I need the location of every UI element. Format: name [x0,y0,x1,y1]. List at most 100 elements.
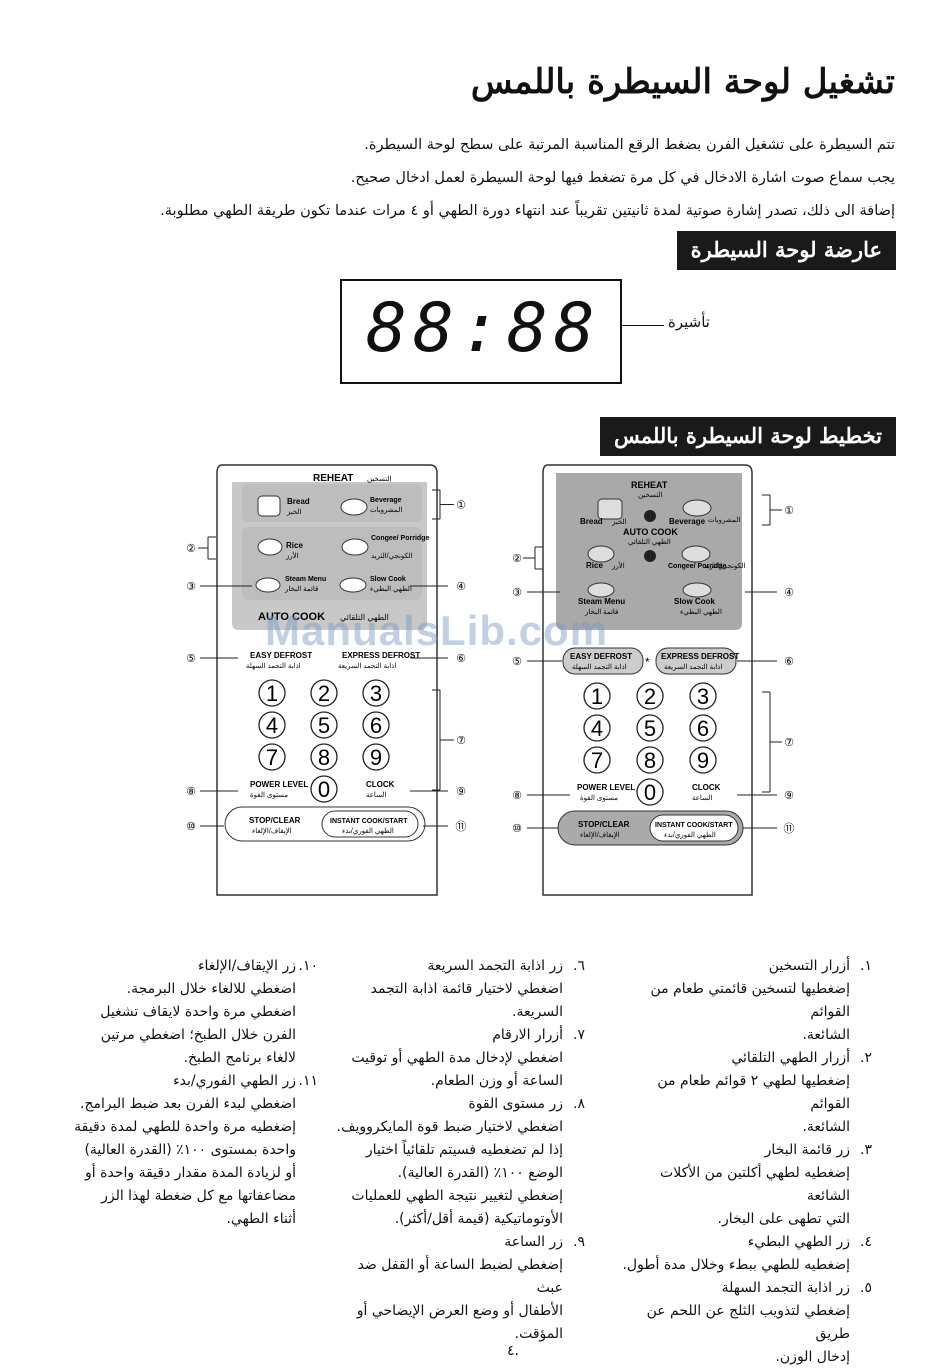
right-beverage-ar: المشروبات [708,516,740,524]
description-item-line: اضغطي لبدء الفرن بعد ضبط البرامج. [80,1096,296,1112]
page-number: ٤. [507,1343,519,1359]
callout-1: ① [456,500,466,512]
right-clock-ar: الساعة [692,794,712,802]
display-heading: عارضة لوحة السيطرة [676,231,896,270]
left-reheat-label: REHEAT [313,473,353,484]
description-item-number: ٥. [860,1280,872,1296]
description-item-title: ٥. زر اذابة التجمد السهلة [622,1277,872,1300]
right-key-9[interactable]: 9 [689,746,717,774]
right-key-label: 4 [591,716,603,741]
callout-3: ③ [512,587,522,599]
description-item-line: اضغطي لاختيار ضبط قوة المايكروويف. [336,1119,564,1135]
left-key-9[interactable]: 9 [362,743,390,771]
callout-2: ② [186,543,196,555]
left-key-label: 8 [318,745,330,770]
description-item-number: ٧. [573,1027,585,1043]
right-key-6[interactable]: 6 [689,714,717,742]
left-key-4[interactable]: 4 [258,711,286,739]
left-key-label: 4 [266,713,278,738]
left-key-2[interactable]: 2 [310,679,338,707]
right-steam-ar: قائمة البخار [584,608,618,616]
left-beverage-label: Beverage [370,497,402,504]
left-rice-ar: الأرز [285,550,299,560]
callout-9: ⑨ [456,786,466,798]
left-autocook-label: AUTO COOK [258,611,325,623]
description-item-number: ١. [860,958,872,974]
right-rice-ar: الأرز [611,560,625,570]
left-slow-label: Slow Cook [370,576,406,583]
description-item-title: ٦. زر اذابة التجمد السريعة [335,955,585,978]
layout-heading: تخطيط لوحة السيطرة باللمس [600,417,896,456]
right-bread-label: Bread [580,517,603,526]
description-item-heading: زر اذابة التجمد السريعة [427,958,563,974]
callout-5: ⑤ [186,653,196,665]
left-steam-ar: قائمة البخار [284,585,318,593]
callout-2: ② [512,553,522,565]
right-power-label: POWER LEVEL [577,783,635,792]
description-item-heading: أزرار الارقام [492,1027,563,1043]
right-key-0[interactable]: 0 [636,778,664,806]
left-key-5[interactable]: 5 [310,711,338,739]
right-congee-ar: الكونجي/الثريد [704,562,746,570]
right-autocook-label: AUTO COOK [623,527,678,537]
right-key-5[interactable]: 5 [636,714,664,742]
description-item-number: ١١. [298,1073,319,1089]
description-item-line: الساعة أو وزن الطعام. [430,1073,563,1089]
description-item-title: ٣.زر قائمة البخار [622,1139,872,1162]
left-key-label: 7 [266,745,278,770]
right-easy-defrost-label: EASY DEFROST [570,652,632,661]
right-stop-label: STOP/CLEAR [578,820,630,829]
description-item-line: الشائعة. [802,1119,850,1135]
right-key-2[interactable]: 2 [636,682,664,710]
left-key-0[interactable]: 0 [310,775,338,803]
description-item-line: إضغطي لضبط الساعة أو القفل ضد عبث [357,1257,563,1296]
description-item-line: أثناء الطهي. [226,1211,296,1227]
left-express-defrost-ar: اذابة التجمد السريعة [338,662,396,670]
right-stop-ar: الإيقاف/الإلغاء [580,831,620,839]
left-clock-label: CLOCK [366,780,395,789]
right-key-label: 2 [644,684,656,709]
description-item-line: لالغاء برنامج الطبخ. [183,1050,296,1066]
left-bread-ar: الخبز [286,508,302,516]
description-item-line: السريعة. [512,1004,563,1020]
right-key-1[interactable]: 1 [583,682,611,710]
callout-7: ⑦ [784,737,794,749]
left-key-6[interactable]: 6 [362,711,390,739]
description-item-line: أو لزيادة المدة مقدار دقيقة واحدة أو [85,1165,296,1181]
description-item-heading: زر قائمة البخار [764,1142,850,1158]
description-item-number: ٦. [573,958,585,974]
description-item-heading: زر الطهي الفوري/بدء [173,1073,296,1089]
left-key-8[interactable]: 8 [310,743,338,771]
description-item-heading: أزرار التسخين [768,958,850,974]
left-key-7[interactable]: 7 [258,743,286,771]
left-reheat-ar: التسخين [367,475,391,483]
description-item-heading: زر اذابة التجمد السهلة [721,1280,850,1296]
left-key-label: 0 [318,777,330,802]
right-reheat-ar: التسخين [638,491,662,499]
right-key-8[interactable]: 8 [636,746,664,774]
right-key-4[interactable]: 4 [583,714,611,742]
right-reheat-label: REHEAT [631,480,668,490]
right-key-label: 9 [697,748,709,773]
right-clock-label: CLOCK [692,783,721,792]
left-key-3[interactable]: 3 [362,679,390,707]
description-item-line: الشائعة. [802,1027,850,1043]
right-congee-label: Congee/ Porridge [668,563,726,570]
left-stop-label: STOP/CLEAR [249,816,301,825]
right-bread-ar: الخبز [611,518,627,526]
right-key-7[interactable]: 7 [583,746,611,774]
left-key-1[interactable]: 1 [258,679,286,707]
description-item-heading: أزرار الطهي التلقائي [731,1050,850,1066]
description-item-line: إضغطي لتغيير نتيجة الطهي للعمليات [351,1188,563,1204]
right-key-3[interactable]: 3 [689,682,717,710]
right-power-ar: مستوى القوة [580,794,618,802]
right-key-label: 0 [644,780,656,805]
description-item-heading: زر الإيقاف/الإلغاء [197,958,296,974]
display-panel: 88:88 [340,279,622,384]
left-key-label: 9 [370,745,382,770]
right-key-label: 3 [697,684,709,709]
right-autocook-icon [644,550,656,562]
description-item-line: اضغطي للالغاء خلال البرمجة. [126,981,296,997]
